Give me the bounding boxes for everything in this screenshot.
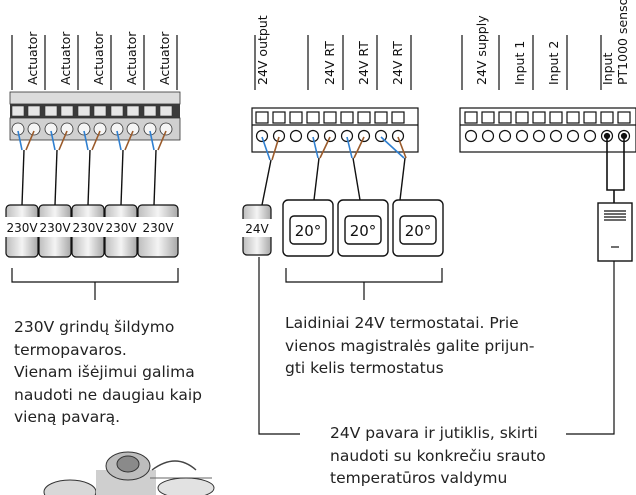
thermostat-bracket [285, 268, 443, 300]
actuator-caption-line-4: naudoti ne daugiau kaip [14, 385, 202, 404]
actuator-bracket [11, 268, 179, 300]
input-1-label: Input 1 [512, 41, 527, 85]
actuator-label-1: Actuator [25, 31, 40, 85]
actuator-voltage-5: 230V [142, 221, 174, 235]
actuator-terminal-group: Actuator Actuator Actuator Actuator Actu… [5, 31, 181, 300]
thermostat-icons [282, 199, 444, 257]
thermostat-caption: Laidiniai 24V termostatai. Prie vienos m… [285, 312, 535, 380]
actuator-label-3: Actuator [91, 31, 106, 85]
actuator-label-4: Actuator [124, 31, 139, 85]
output-label: 24V output [255, 15, 270, 85]
actuator-voltage-3: 230V [72, 221, 104, 235]
pt1000-label: PT1000 senso [615, 0, 630, 85]
actuator-voltage-4: 230V [105, 221, 137, 235]
input-2-label: Input 2 [546, 41, 561, 85]
thermostat-caption-line-2: vienos magistralės galite prijun- [285, 336, 535, 355]
sensor-caption: 24V pavara ir jutiklis, skirti naudoti s… [330, 422, 546, 490]
sensor-caption-line-1: 24V pavara ir jutiklis, skirti [330, 424, 538, 442]
rt-label-1: 24V RT [322, 41, 337, 85]
supply-label: 24V supply [474, 15, 489, 85]
rt-label-3: 24V RT [390, 41, 405, 85]
input-label: Input [600, 53, 615, 85]
actuator-24v-voltage: 24V [245, 222, 269, 236]
actuator-voltage-1: 230V [6, 221, 38, 235]
caption-leader-lines [258, 257, 615, 435]
actuator-caption-line-5: vieną pavarą. [14, 408, 121, 426]
thermostat-terminal-group: 24V output 24V RT 24V RT 24V RT [242, 15, 444, 300]
sensor-caption-line-2: naudoti su konkrečiu srauto [330, 446, 546, 465]
rt-label-2: 24V RT [356, 41, 371, 85]
input-terminal-group: 24V supply Input 1 Input 2 Input PT1000 … [459, 0, 636, 262]
actuator-label-5: Actuator [157, 31, 172, 85]
pt1000-sensor-icon [597, 202, 633, 262]
input-terminal-block [459, 107, 636, 153]
actuator-caption-line-2: termopavaros. [14, 340, 127, 359]
actuator-caption: 230V grindų šildymo termopavaros. Vienam… [14, 316, 202, 429]
thermostat-temp-2: 20° [350, 222, 377, 240]
actuator-caption-line-1: 230V grindų šildymo [14, 318, 175, 336]
actuator-icons [5, 204, 179, 258]
thermostat-temp-3: 20° [405, 222, 432, 240]
thermostat-temp-1: 20° [295, 222, 322, 240]
actuator-photo [43, 451, 215, 495]
actuator-caption-line-3: Vienam išėjimui galima [14, 363, 195, 381]
thermostat-caption-line-1: Laidiniai 24V termostatai. Prie [285, 314, 519, 332]
actuator-voltage-2: 230V [39, 221, 71, 235]
actuator-label-2: Actuator [58, 31, 73, 85]
actuator-terminal-block [9, 91, 181, 141]
thermostat-caption-line-3: gti kelis termostatus [285, 359, 444, 377]
sensor-caption-line-3: temperatūros valdymu [330, 469, 508, 487]
